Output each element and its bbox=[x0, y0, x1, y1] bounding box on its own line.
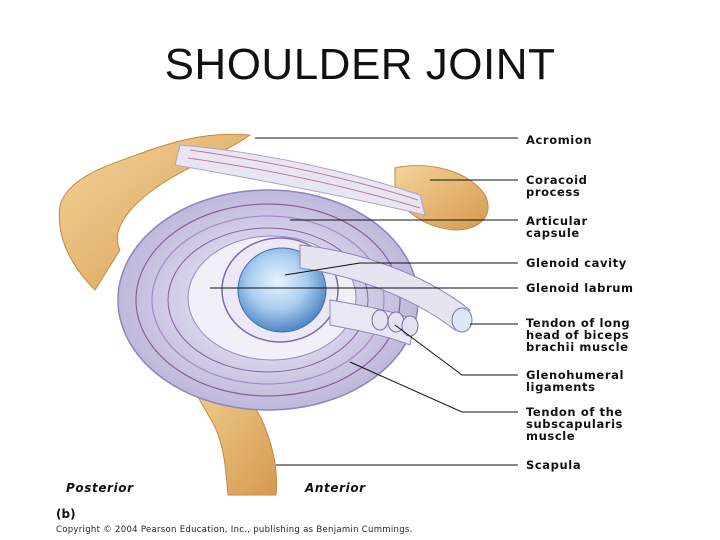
label-glenohumeral-ligaments: Glenohumeral ligaments bbox=[526, 368, 624, 394]
label-anterior: Anterior bbox=[305, 481, 366, 495]
label-acromion: Acromion bbox=[526, 133, 593, 147]
leader-subscapularis bbox=[349, 361, 518, 413]
leader-glenohumeral bbox=[394, 324, 518, 376]
label-glenoid-labrum: Glenoid labrum bbox=[526, 281, 634, 295]
label-glenoid-cavity: Glenoid cavity bbox=[526, 256, 627, 270]
leader-lines bbox=[210, 137, 518, 466]
leader-glenoid-cavity bbox=[284, 262, 518, 276]
coracoacromial-ligament bbox=[174, 144, 426, 216]
copyright-notice: Copyright © 2004 Pearson Education, Inc.… bbox=[56, 525, 413, 535]
label-articular-capsule: Articular capsule bbox=[526, 214, 588, 240]
figure-part-label: (b) bbox=[56, 507, 76, 521]
label-posterior: Posterior bbox=[66, 481, 134, 495]
label-biceps-tendon: Tendon of long head of biceps brachii mu… bbox=[526, 316, 631, 354]
slide-title: SHOULDER JOINT bbox=[164, 40, 556, 89]
label-coracoid-process: Coracoid process bbox=[526, 173, 588, 199]
label-subscapularis-tendon: Tendon of the subscapularis muscle bbox=[526, 405, 624, 443]
label-scapula: Scapula bbox=[526, 458, 582, 472]
glenohumeral-ligaments bbox=[329, 299, 419, 346]
